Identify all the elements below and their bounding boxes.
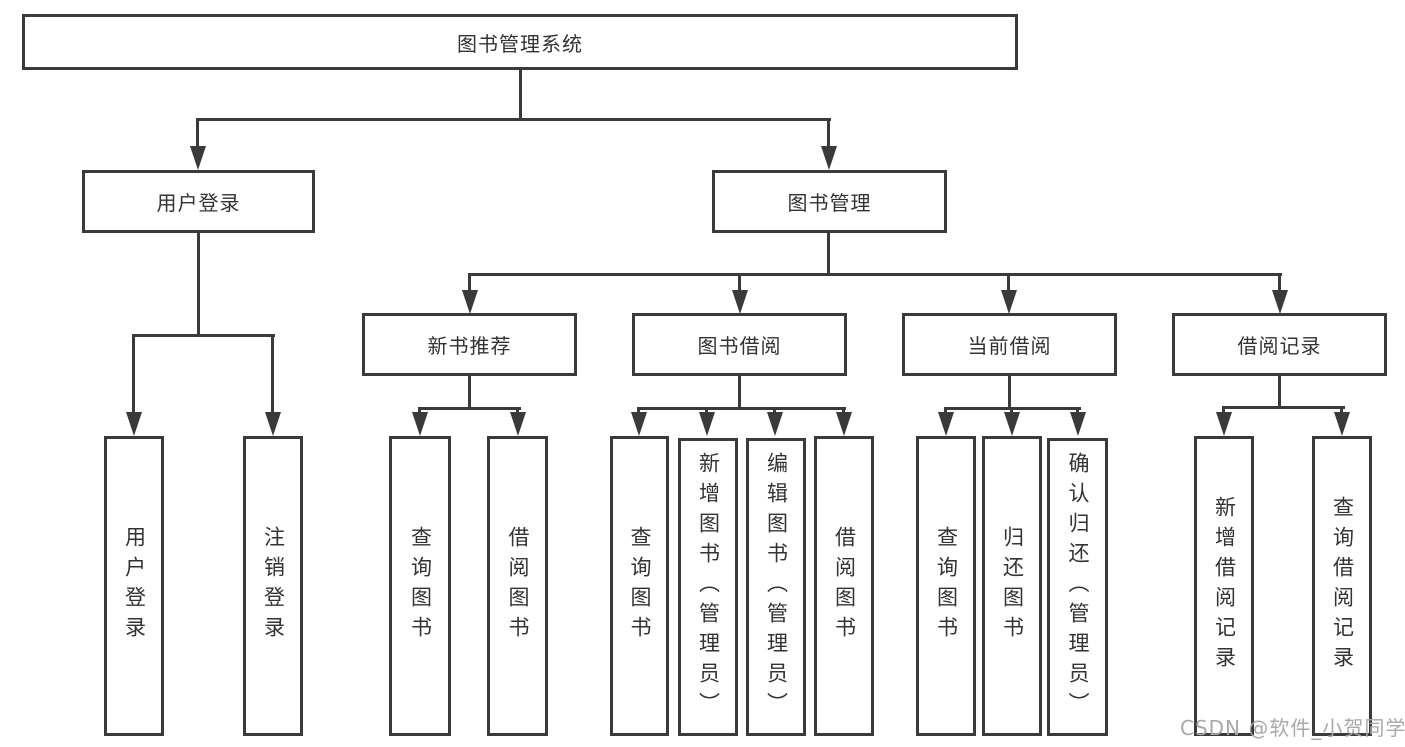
connector-root-stem	[519, 70, 522, 121]
leaf-recommend-borrow-book: 借阅图书	[487, 436, 548, 736]
node-current-borrow: 当前借阅	[902, 313, 1117, 376]
arrow-down-icon	[126, 412, 142, 436]
arrow-down-icon	[462, 290, 478, 314]
connector-current-stem	[1008, 376, 1011, 410]
arrow-down-icon	[1004, 412, 1020, 436]
connector-mgmt-stem	[827, 233, 830, 276]
arrow-down-icon	[699, 412, 715, 436]
connector-drop-login-1	[132, 334, 135, 414]
leaf-record-query-record: 查询借阅记录	[1312, 436, 1372, 736]
csdn-watermark: CSDN @软件_小贺同学	[1180, 716, 1405, 740]
connector-drop	[637, 407, 640, 415]
leaf-current-confirm-return-admin-label: 确认归还（管理员）	[1066, 452, 1090, 722]
node-root-system: 图书管理系统	[22, 14, 1018, 70]
arrow-down-icon	[265, 412, 281, 436]
connector-login-stem	[197, 233, 200, 337]
arrow-down-icon	[510, 412, 526, 436]
node-book-borrow-label: 图书借阅	[697, 334, 782, 358]
connector-drop	[1222, 406, 1225, 415]
arrow-down-icon	[1070, 412, 1086, 436]
leaf-record-add-record-label: 新增借阅记录	[1212, 496, 1237, 676]
leaf-current-return-book-label: 归还图书	[1000, 526, 1025, 646]
arrow-down-icon	[767, 412, 783, 436]
node-current-borrow-label: 当前借阅	[967, 334, 1052, 358]
arrow-down-icon	[631, 412, 647, 436]
connector-drop-book-mgmt	[827, 118, 830, 148]
connector-drop	[516, 407, 519, 415]
node-book-mgmt: 图书管理	[712, 170, 947, 233]
leaf-borrow-query-book: 查询图书	[610, 436, 669, 736]
node-book-mgmt-label: 图书管理	[787, 191, 872, 215]
leaf-current-query-book-label: 查询图书	[934, 526, 959, 646]
connector-borrow-rail	[637, 407, 846, 410]
connector-borrow-stem	[738, 376, 741, 410]
leaf-borrow-query-book-label: 查询图书	[628, 526, 652, 646]
arrow-down-icon	[1001, 290, 1017, 314]
leaf-user-login-label: 用户登录	[122, 526, 147, 646]
arrow-down-icon	[412, 412, 428, 436]
leaf-current-confirm-return-admin: 确认归还（管理员）	[1047, 438, 1108, 736]
connector-drop-module-3	[1007, 273, 1010, 292]
leaf-current-return-book: 归还图书	[982, 436, 1042, 736]
connector-login-rail	[132, 334, 275, 337]
leaf-logout-label: 注销登录	[261, 526, 286, 646]
leaf-borrow-add-book-admin: 新增图书（管理员）	[678, 438, 738, 736]
arrow-down-icon	[1216, 412, 1232, 436]
leaf-borrow-edit-book-admin-label: 编辑图书（管理员）	[764, 452, 789, 722]
leaf-recommend-borrow-book-label: 借阅图书	[506, 526, 530, 646]
leaf-record-query-record-label: 查询借阅记录	[1330, 496, 1355, 676]
connector-record-stem	[1278, 376, 1281, 408]
node-new-book-recommend-label: 新书推荐	[427, 334, 512, 358]
connector-drop	[1340, 406, 1343, 415]
connector-drop-module-2	[738, 273, 741, 292]
connector-recommend-rail	[418, 407, 521, 410]
arrow-down-icon	[836, 412, 852, 436]
leaf-borrow-borrow-book: 借阅图书	[814, 436, 874, 736]
connector-mgmt-rail	[468, 273, 1282, 276]
leaf-borrow-add-book-admin-label: 新增图书（管理员）	[696, 452, 721, 722]
connector-drop	[773, 407, 776, 415]
leaf-borrow-borrow-book-label: 借阅图书	[832, 526, 857, 646]
node-user-login: 用户登录	[82, 170, 315, 233]
arrow-down-icon	[1272, 290, 1288, 314]
connector-drop-module-1	[468, 273, 471, 292]
arrow-down-icon	[821, 146, 837, 170]
connector-drop	[418, 407, 421, 415]
connector-drop-module-4	[1278, 273, 1281, 292]
connector-drop	[1076, 407, 1079, 415]
leaf-recommend-query-book-label: 查询图书	[408, 526, 433, 646]
connector-root-rail	[197, 118, 831, 121]
connector-drop	[705, 407, 708, 415]
node-borrow-record-label: 借阅记录	[1237, 334, 1322, 358]
node-book-borrow: 图书借阅	[632, 313, 847, 376]
connector-drop-login-2	[271, 334, 274, 414]
arrow-down-icon	[190, 146, 206, 170]
arrow-down-icon	[1334, 412, 1350, 436]
node-user-login-label: 用户登录	[156, 191, 241, 215]
leaf-logout: 注销登录	[243, 436, 303, 736]
node-root-system-label: 图书管理系统	[457, 31, 583, 56]
connector-drop	[842, 407, 845, 415]
leaf-recommend-query-book: 查询图书	[389, 436, 451, 736]
connector-drop	[944, 407, 947, 415]
connector-recommend-stem	[468, 376, 471, 410]
leaf-record-add-record: 新增借阅记录	[1194, 436, 1254, 736]
node-new-book-recommend: 新书推荐	[362, 313, 577, 376]
leaf-current-query-book: 查询图书	[916, 436, 976, 736]
leaf-user-login: 用户登录	[104, 436, 164, 736]
connector-drop-user-login	[196, 118, 199, 148]
arrow-down-icon	[938, 412, 954, 436]
leaf-borrow-edit-book-admin: 编辑图书（管理员）	[746, 438, 806, 736]
arrow-down-icon	[732, 290, 748, 314]
node-borrow-record: 借阅记录	[1172, 313, 1387, 376]
connector-drop	[1010, 407, 1013, 415]
connector-record-rail	[1222, 406, 1345, 409]
